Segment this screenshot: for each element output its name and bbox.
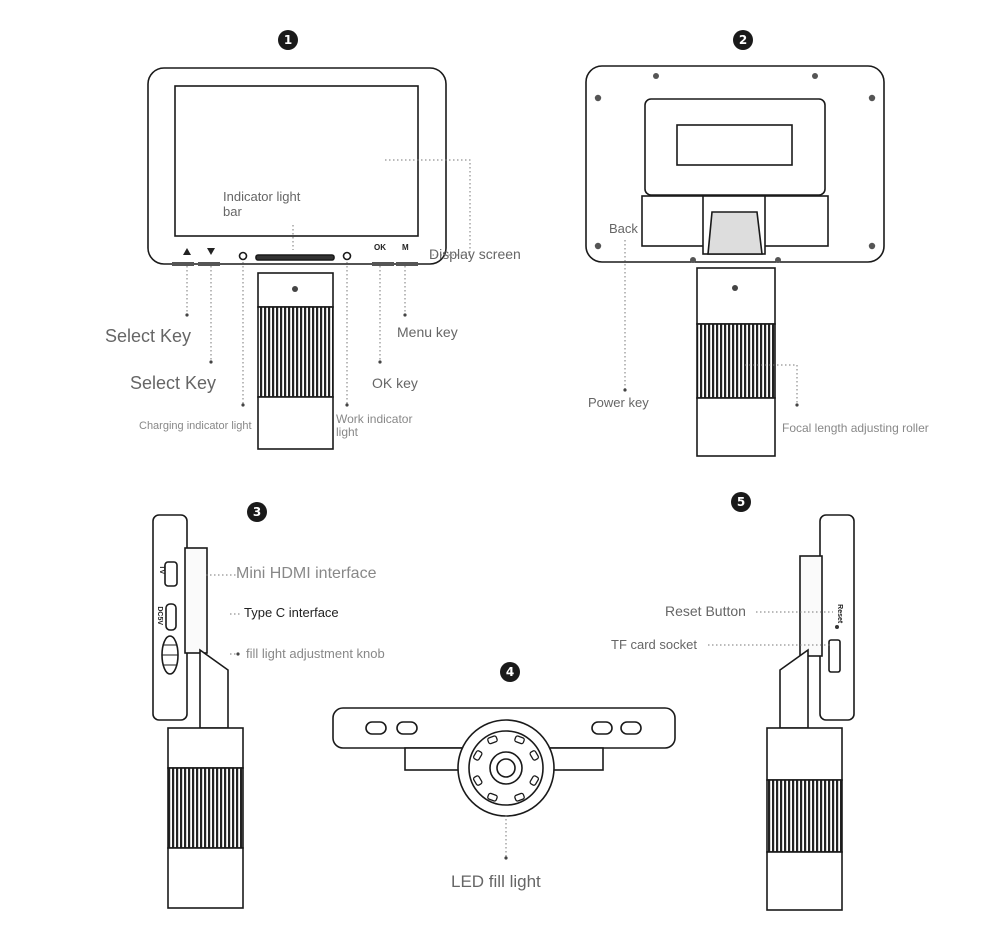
label-ok-key: OK key <box>372 375 418 391</box>
view-4-bottom <box>332 707 676 817</box>
v5-back-plate <box>799 555 823 657</box>
view-4-badge: 4 <box>500 662 520 682</box>
v1-charging-light <box>238 251 248 261</box>
v5-hinge <box>779 648 809 729</box>
view-3-left-side <box>152 514 244 909</box>
view-2-back <box>585 65 885 457</box>
label-power-key: Power key <box>588 395 649 410</box>
v1-lens-tube <box>257 396 334 450</box>
view-1-badge: 1 <box>278 30 298 50</box>
view-2-badge: 2 <box>733 30 753 50</box>
label-select-key-up: Select Key <box>105 326 192 346</box>
v5-neck <box>766 727 843 781</box>
v3-neck <box>167 727 244 769</box>
label-back: Back <box>609 221 638 236</box>
label-type-c: Type C interface <box>244 605 339 620</box>
view-3-badge: 3 <box>247 502 267 522</box>
ok-marking: OK <box>374 243 386 252</box>
label-led-fill-light: LED fill light <box>451 872 541 891</box>
label-work-indicator-line2: light <box>336 425 359 439</box>
label-display-screen: Display screen <box>429 246 521 262</box>
leader-dots <box>185 313 799 860</box>
view-5-badge: 5 <box>731 492 751 512</box>
v3-focus-roller <box>167 767 244 849</box>
v1-work-light <box>342 251 352 261</box>
v3-back-plate <box>184 547 208 654</box>
label-mini-hdmi: Mini HDMI interface <box>236 565 377 582</box>
v1-display-screen <box>174 85 419 237</box>
view-1-front <box>147 67 447 450</box>
label-select-key-down: Select Key <box>130 373 217 393</box>
view-5-right-side <box>766 514 855 911</box>
menu-marking: M <box>402 243 409 252</box>
v3-type-c-port <box>165 603 177 631</box>
v3-lens-tube <box>167 847 244 909</box>
v4-led-fill-light <box>472 735 540 802</box>
label-reset-button: Reset Button <box>665 603 746 619</box>
label-fill-light-knob: fill light adjustment knob <box>246 646 385 661</box>
v5-focus-roller <box>766 779 843 853</box>
v5-lens-tube <box>766 851 843 911</box>
label-focal-length-roller: Focal length adjusting roller <box>782 421 929 435</box>
v1-indicator-light-bar <box>255 254 335 261</box>
v2-lens-tube <box>696 397 776 457</box>
v2-label-area <box>676 124 793 166</box>
v2-neck <box>696 267 776 325</box>
v1-down-arrow-icon <box>207 248 215 255</box>
tv-marking: TV <box>158 565 166 575</box>
v1-focus-roller <box>257 306 334 398</box>
label-work-indicator-line1: Work indicator <box>336 412 413 426</box>
dc5v-marking: DC5V <box>156 606 164 626</box>
reset-marking: Reset <box>836 604 844 624</box>
label-menu-key: Menu key <box>397 324 458 340</box>
label-charging-indicator-light: Charging indicator light <box>139 420 252 432</box>
label-tf-card-socket: TF card socket <box>611 637 697 652</box>
v2-focus-roller <box>696 323 776 399</box>
label-indicator-light-bar-line1: Indicator light <box>223 189 301 204</box>
v3-hinge <box>199 648 229 729</box>
v5-reset-button <box>835 625 839 629</box>
leader-lines <box>186 159 833 858</box>
v5-tf-card-socket <box>828 639 841 673</box>
v3-hdmi-port <box>164 561 178 587</box>
v1-up-arrow-icon <box>183 248 191 255</box>
label-indicator-light-bar-line2: bar <box>223 204 242 219</box>
